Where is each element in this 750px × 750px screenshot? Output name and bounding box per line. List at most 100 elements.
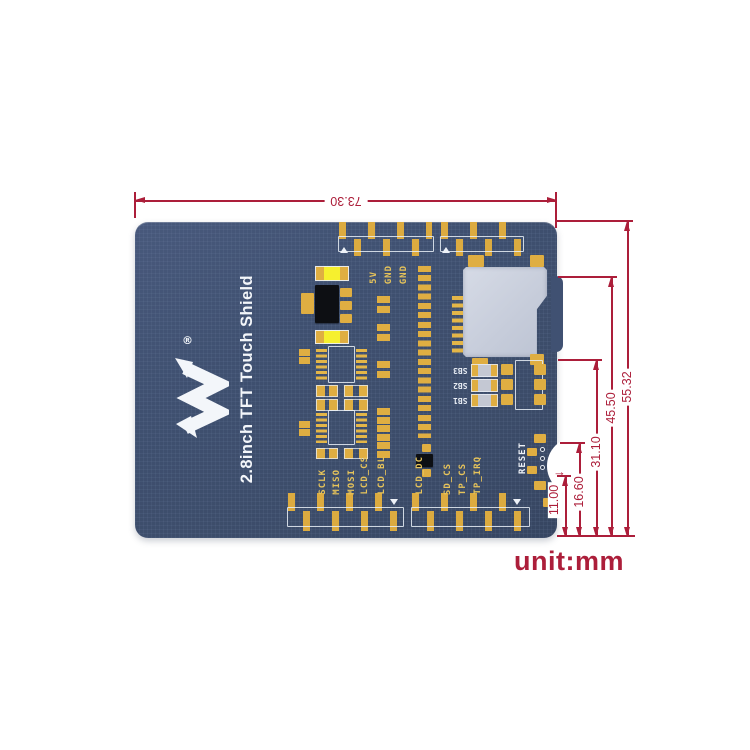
- board-edge-tab: [551, 276, 563, 352]
- passive-component: [377, 361, 390, 378]
- pin-label-miso: MISO: [332, 469, 342, 495]
- dim-arrow-down-icon: [576, 527, 582, 537]
- board-title: 2.8inch TFT Touch Shield: [238, 274, 256, 483]
- dim-height-label-55: 55.32: [620, 368, 635, 406]
- dim-height-label-45: 45.50: [604, 389, 619, 427]
- passive-component: [316, 385, 338, 397]
- pad: [422, 444, 431, 452]
- unit-label: unit:mm: [514, 546, 624, 576]
- pad: [534, 394, 546, 405]
- passive-component: [377, 408, 390, 424]
- pcb-board: ® 2.8inch TFT Touch Shield: [135, 222, 579, 538]
- top-header-b-pads-row1: [441, 222, 522, 239]
- dim-arrow-left-icon: [135, 197, 145, 203]
- top-header-a-outline: [338, 236, 434, 252]
- pin-label-lcd-dc: LCD_DC: [415, 456, 425, 495]
- solder-bridge-resistor: [471, 394, 498, 407]
- top-header-b-outline: [440, 236, 524, 252]
- extension-line: [557, 220, 633, 222]
- pin-label-gnd: GND: [384, 264, 394, 284]
- pin1-marker-icon: [340, 247, 348, 253]
- pin-label-sclk: SCLK: [318, 469, 328, 495]
- passive-component: [377, 425, 390, 441]
- dim-arrow-up-icon: [624, 221, 630, 231]
- led-component: [315, 266, 349, 281]
- passive-component: [316, 448, 338, 459]
- dimension-line-11: [565, 476, 567, 537]
- dim-arrow-down-icon: [562, 527, 568, 537]
- ic2-pins-right: [356, 413, 367, 443]
- bottom-header-d-outline: [411, 507, 530, 527]
- solder-bridge-resistor: [471, 379, 498, 392]
- dim-arrow-up-icon: [593, 360, 599, 370]
- pad: [340, 288, 352, 297]
- leader-arrow-icon: →: [553, 464, 566, 479]
- dim-arrow-up-icon: [576, 443, 582, 453]
- dim-height-label-16: 16.60: [572, 473, 587, 511]
- passive-component: [344, 448, 368, 459]
- pad: [501, 394, 513, 405]
- dim-arrow-up-icon: [562, 476, 568, 486]
- pad: [527, 448, 537, 456]
- solder-bridge-label: SB3: [453, 366, 468, 375]
- dim-height-label-31: 31.10: [589, 433, 604, 471]
- passive-component: [299, 421, 310, 436]
- pin-label-tp-irq: TP_IRQ: [473, 456, 483, 495]
- passive-component: [344, 399, 368, 411]
- pin-label-gnd: GND: [399, 264, 409, 284]
- sd-anchor-pad: [530, 255, 544, 267]
- registered-mark-icon: ®: [182, 334, 193, 347]
- pin-label-sd-cs: SD_CS: [443, 462, 453, 495]
- pin-label-lcd-bl: LCD_BL: [377, 456, 387, 495]
- solder-bridge-resistor: [471, 364, 498, 377]
- ic1-pins-right: [356, 349, 367, 381]
- passive-component: [316, 399, 338, 411]
- sd-anchor-pad: [530, 354, 544, 365]
- pad: [534, 434, 546, 443]
- pad: [534, 379, 546, 390]
- pin-label-mosi: MOSI: [347, 469, 357, 495]
- pad: [534, 481, 546, 490]
- pad: [340, 301, 352, 310]
- regulator-tab-pad: [301, 293, 314, 314]
- bottom-header-c-outline: [287, 507, 404, 527]
- dim-arrow-right-icon: [547, 197, 557, 203]
- passive-component: [377, 296, 390, 313]
- sot23-transistor: [416, 454, 433, 467]
- pin1-marker-icon: [390, 499, 398, 505]
- pin-label-lcd-cs: LCD_CS: [360, 456, 370, 495]
- solder-bridge-label: SB2: [453, 381, 468, 390]
- bottom-header-d-pads-row1: [412, 493, 525, 511]
- extension-line: [555, 192, 557, 228]
- passive-component: [344, 385, 368, 397]
- extension-line: [560, 442, 585, 444]
- pad: [534, 364, 546, 375]
- pin-label-5v: 5V: [369, 271, 379, 284]
- waveshare-logo-icon: [175, 358, 229, 438]
- passive-column: [418, 266, 431, 438]
- passive-component: [377, 442, 390, 458]
- pad: [340, 314, 352, 323]
- pin-label-tp-cs: TP_CS: [458, 462, 468, 495]
- pad: [422, 469, 431, 477]
- dim-arrow-down-icon: [608, 527, 614, 537]
- plated-hole: [540, 465, 545, 470]
- dim-arrow-down-icon: [593, 527, 599, 537]
- ic1-pins-left: [316, 349, 327, 381]
- extension-line: [134, 192, 136, 218]
- passive-component: [377, 324, 390, 341]
- bottom-header-c-pads-row1: [288, 493, 400, 511]
- dim-arrow-down-icon: [624, 527, 630, 537]
- led-component: [315, 330, 349, 344]
- passive-component: [299, 349, 310, 364]
- pad: [501, 379, 513, 390]
- pin1-marker-icon: [513, 499, 521, 505]
- ic1-footprint: [328, 346, 355, 383]
- dim-arrow-up-icon: [608, 277, 614, 287]
- solder-bridge-label: SB1: [453, 396, 468, 405]
- pad: [527, 466, 537, 474]
- dim-width-label: 73.30: [324, 194, 368, 208]
- micro-sd-slot: [463, 267, 547, 357]
- sd-anchor-pad: [468, 255, 484, 267]
- ic2-pins-left: [316, 413, 327, 443]
